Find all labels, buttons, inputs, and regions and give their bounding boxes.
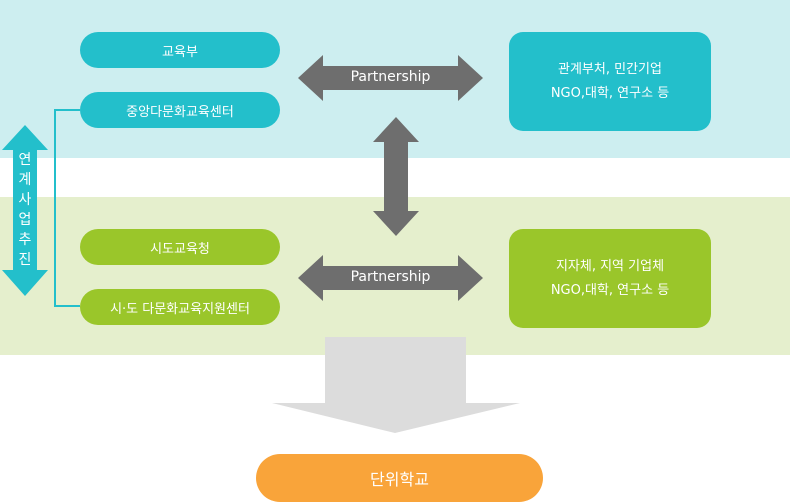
side-label-char: 추 — [18, 232, 32, 248]
bottom-partners-line2: NGO,대학, 연구소 등 — [550, 282, 670, 298]
regional-center-pill: 시·도 다문화교육지원센터 — [80, 289, 280, 325]
side-label-char: 사 — [18, 192, 32, 208]
moe-pill: 교육부 — [80, 32, 280, 68]
bottom-partners-box: 지자체, 지역 기업체 NGO,대학, 연구소 등 — [509, 229, 711, 328]
bottom-partners-line1: 지자체, 지역 기업체 — [555, 258, 665, 274]
top-partners-line1: 관계부처, 민간기업 — [558, 61, 662, 77]
school-pill: 단위학교 — [256, 454, 543, 502]
side-label-char: 계 — [18, 172, 32, 188]
top-partnership-label: Partnership — [350, 69, 431, 85]
side-label-char: 연 — [18, 152, 32, 168]
bracket-line — [54, 109, 80, 307]
center-vertical-arrow — [373, 117, 419, 236]
top-partnership-arrow — [298, 55, 483, 101]
side-double-arrow — [2, 125, 48, 296]
regional-office-pill: 시도교육청 — [80, 229, 280, 265]
top-partners-line2: NGO,대학, 연구소 등 — [550, 85, 670, 101]
side-label: 연 계 사 업 추 진 — [15, 150, 35, 270]
bottom-partnership-arrow — [298, 255, 483, 301]
central-center-pill: 중앙다문화교육센터 — [80, 92, 280, 128]
bottom-partnership-label: Partnership — [350, 269, 431, 285]
down-to-school-arrow — [272, 337, 520, 433]
side-label-char: 진 — [18, 252, 32, 268]
side-label-char: 업 — [18, 212, 32, 228]
top-partners-box: 관계부처, 민간기업 NGO,대학, 연구소 등 — [509, 32, 711, 131]
